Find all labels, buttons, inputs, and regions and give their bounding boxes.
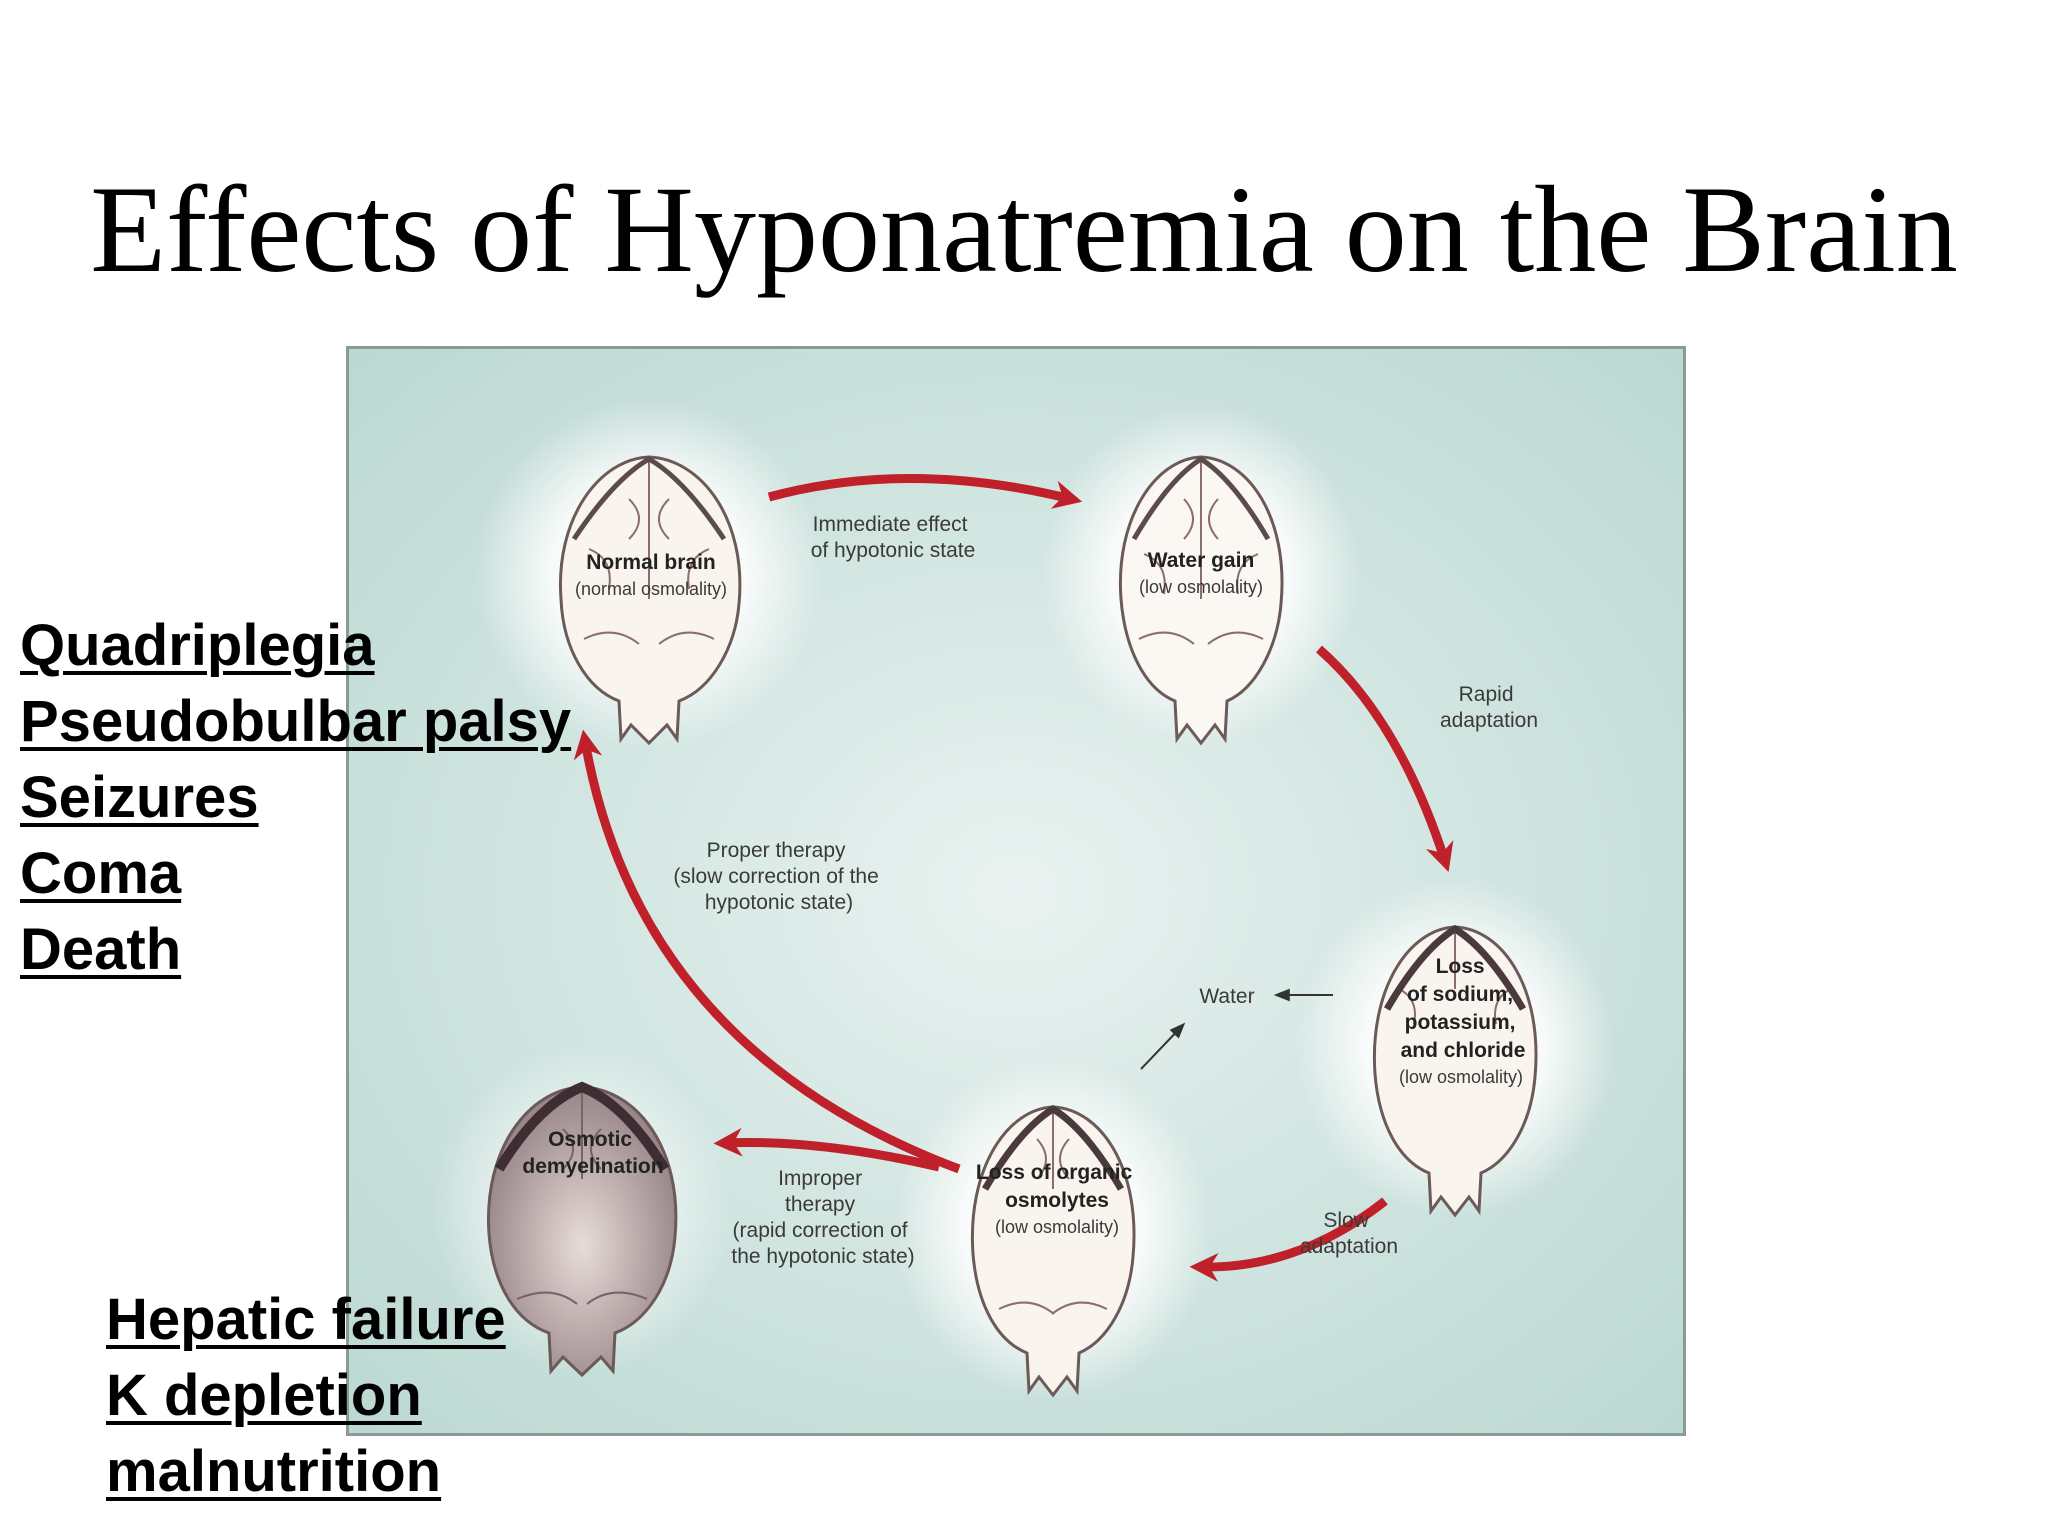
label-loss-organic-sub: (low osmolality): [995, 1217, 1119, 1237]
label-water: Water: [1199, 985, 1254, 1008]
label-slow-adaptation: Slow adaptation: [1300, 1209, 1398, 1258]
cycle-arrows: [573, 474, 1454, 1282]
label-water-gain-sub: (low osmolality): [1139, 577, 1263, 597]
label-loss-ions: Loss of sodium, potassium, and chloride: [1401, 955, 1526, 1062]
symptom-item: Seizures: [20, 765, 259, 830]
slide-title: Effects of Hyponatremia on the Brain: [90, 161, 1958, 298]
brain-loss-ions: [1372, 924, 1538, 1218]
symptom-item: Quadriplegia: [20, 613, 375, 678]
brain-water-gain: [1118, 455, 1284, 746]
label-normal-brain-sub: (normal osmolality): [575, 579, 727, 599]
symptom-item: Coma: [20, 841, 182, 906]
label-improper-therapy: Improper therapy (rapid correction of th…: [731, 1167, 914, 1268]
diagram-panel: Normal brain (normal osmolality) Water g…: [346, 346, 1686, 1436]
hyponatremia-cycle-diagram: Normal brain (normal osmolality) Water g…: [432, 399, 1615, 1399]
label-rapid-adaptation: Rapid adaptation: [1440, 683, 1538, 732]
arrow-water-out: [1140, 1022, 1186, 1070]
risk-factor-item: malnutrition: [106, 1439, 442, 1504]
brain-loss-organic: [970, 1104, 1136, 1398]
label-normal-brain: Normal brain: [586, 551, 716, 574]
arrow-slow-adaptation: [1189, 1197, 1388, 1282]
label-immediate-effect: Immediate effect of hypotonic state: [811, 513, 976, 562]
arrow-rapid-adaptation: [1316, 645, 1454, 872]
arrow-improper-therapy: [713, 1127, 941, 1172]
symptom-item: Death: [20, 917, 182, 982]
risk-factor-item: Hepatic failure: [106, 1287, 506, 1352]
label-demyelination: Osmotic demyelination: [522, 1128, 663, 1178]
arrow-proper-therapy: [573, 729, 961, 1174]
symptom-item: Pseudobulbar palsy: [20, 689, 572, 754]
risk-factors-list: Hepatic failure K depletion malnutrition: [106, 1282, 506, 1510]
label-loss-ions-sub: (low osmolality): [1399, 1067, 1523, 1087]
symptoms-list: Quadriplegia Pseudobulbar palsy Seizures…: [20, 608, 571, 988]
brain-demyelination: [486, 1081, 678, 1378]
label-loss-organic: Loss of organic osmolytes: [976, 1161, 1138, 1212]
label-water-gain: Water gain: [1148, 549, 1255, 572]
arrow-immediate-effect: [767, 474, 1083, 509]
label-proper-therapy: Proper therapy (slow correction of the h…: [673, 839, 884, 914]
risk-factor-item: K depletion: [106, 1363, 422, 1428]
brain-normal: [558, 455, 742, 746]
